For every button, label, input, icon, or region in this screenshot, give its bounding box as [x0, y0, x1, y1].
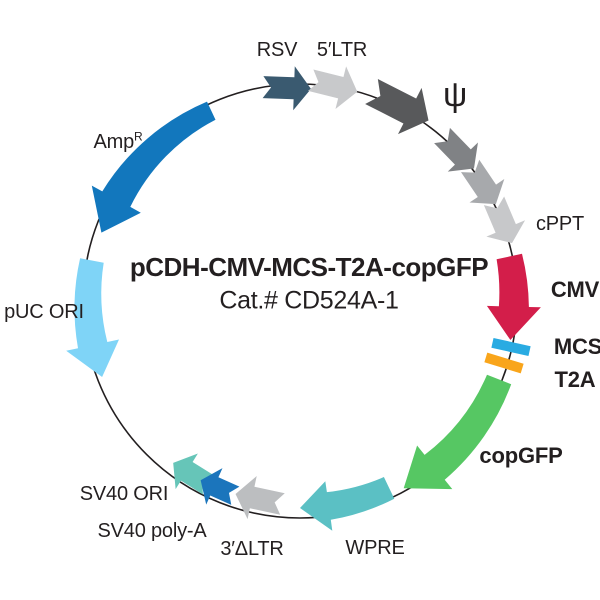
- ampr-label: AmpR: [93, 129, 143, 153]
- cppt-label: cPPT: [535, 213, 585, 235]
- sv40polya-arrow: [200, 468, 240, 505]
- copgfp-label: copGFP: [479, 443, 563, 468]
- mcs-label: MCS: [553, 334, 600, 359]
- copgfp-arrow: [403, 374, 512, 490]
- wpre-label: WPRE: [345, 537, 405, 559]
- catalog-number: Cat.# CD524A-1: [219, 286, 399, 315]
- ampr-arrow: [91, 101, 216, 233]
- ltr5-label: 5′LTR: [316, 39, 368, 61]
- dltr3-arrow: [235, 476, 285, 520]
- psi-arrow: [365, 78, 429, 135]
- t2a-bar: [484, 352, 524, 374]
- sv40ori-label: SV40 ORI: [79, 483, 169, 505]
- ltr5-arrow: [308, 66, 358, 110]
- wpre-arrow: [300, 477, 395, 531]
- sv40polya-label: SV40 poly-A: [97, 520, 207, 542]
- sv40ori-arrow: [173, 453, 215, 495]
- ampr-label-text: Amp: [93, 131, 135, 153]
- pucori-arrow: [66, 258, 119, 377]
- plasmid-title: pCDH-CMV-MCS-T2A-copGFP: [129, 252, 489, 282]
- rsv-label: RSV: [256, 39, 298, 61]
- ampr-label-sup: R: [134, 129, 143, 144]
- cppt-arrow-1: [434, 127, 478, 172]
- dltr3-label: 3′ΔLTR: [220, 538, 284, 560]
- psi-label: ψ: [442, 76, 468, 114]
- cmv-label: CMV: [550, 277, 600, 302]
- t2a-label: T2A: [554, 367, 596, 392]
- cppt-arrow-2: [461, 159, 505, 205]
- rsv-arrow: [262, 66, 311, 111]
- cppt-arrow-3: [483, 196, 526, 244]
- pucori-label: pUC ORI: [4, 301, 84, 323]
- mcs-bar: [491, 338, 531, 356]
- cmv-arrow: [486, 253, 541, 340]
